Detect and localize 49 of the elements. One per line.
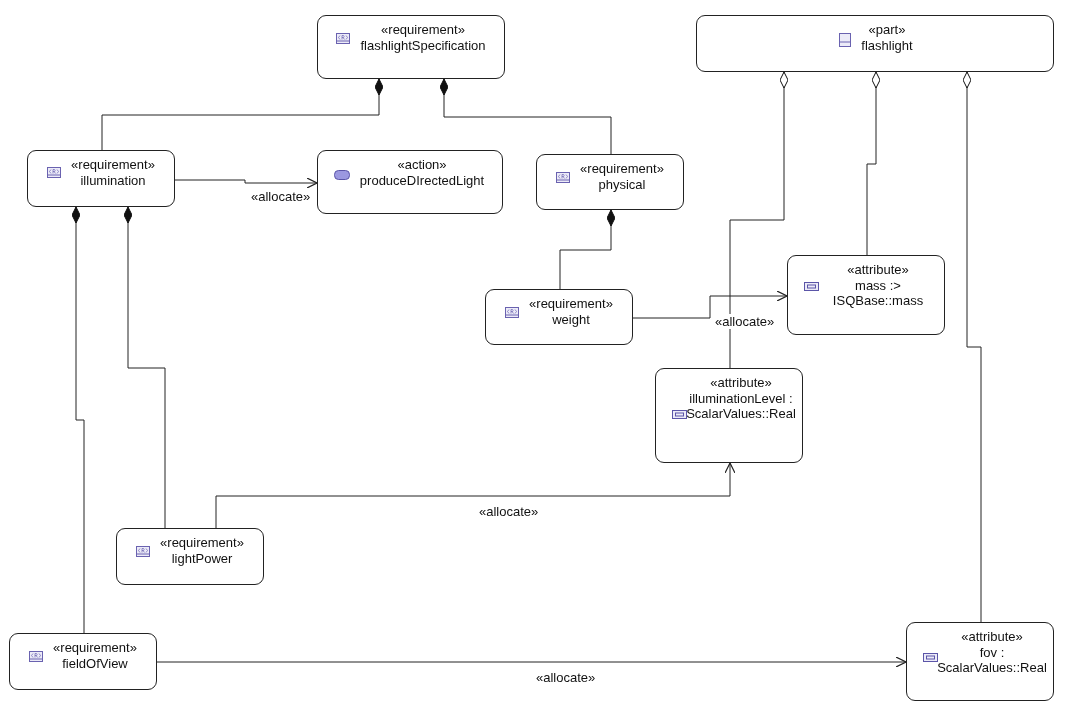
composition-line (559, 209, 616, 290)
composition-line (123, 206, 166, 529)
element-name: fov : ScalarValues::Real (937, 644, 1047, 676)
composition-line (439, 78, 612, 155)
part-box (696, 15, 1054, 72)
attribute-box (787, 255, 945, 335)
requirement-box (536, 154, 684, 210)
requirement-box (485, 289, 633, 345)
allocate-arrow (215, 462, 736, 529)
stereotype-label: «requirement» (160, 535, 244, 551)
allocate-arrow (632, 290, 788, 319)
requirement-box (27, 150, 175, 207)
composition-line (101, 78, 384, 151)
edge-label: «allocate» (535, 670, 597, 685)
requirement-box (116, 528, 264, 585)
element-name: fieldOfView (62, 655, 128, 671)
edge-label: «allocate» (250, 189, 312, 204)
stereotype-label: «attribute» (847, 262, 909, 278)
stereotype-label: «action» (397, 157, 447, 173)
edge-label: «allocate» (714, 314, 776, 329)
stereotype-label: «attribute» (710, 375, 772, 391)
element-name: flashlightSpecification (360, 37, 486, 53)
element-name: illuminationLevel : ScalarValues::Real (686, 390, 796, 422)
element-name: physical (598, 176, 646, 192)
attribute-box (906, 622, 1054, 701)
attribute-box (655, 368, 803, 463)
requirement-box (317, 15, 505, 79)
composition-line (71, 206, 85, 634)
element-name: illumination (80, 172, 146, 188)
stereotype-label: «requirement» (71, 157, 155, 173)
edge-label: «allocate» (478, 504, 540, 519)
element-name: produceDIrectedLight (359, 172, 485, 188)
stereotype-label: «requirement» (381, 22, 465, 38)
stereotype-label: «requirement» (529, 296, 613, 312)
composition-line (962, 71, 982, 623)
element-name: lightPower (171, 550, 233, 566)
stereotype-label: «requirement» (580, 161, 664, 177)
element-name: weight (552, 311, 590, 327)
allocate-arrow (174, 177, 318, 189)
element-name: mass :> ISQBase::mass (831, 277, 925, 309)
allocate-arrow (156, 656, 907, 668)
stereotype-label: «attribute» (961, 629, 1023, 645)
element-name: flashlight (861, 37, 913, 53)
composition-line (866, 71, 881, 256)
stereotype-label: «requirement» (53, 640, 137, 656)
stereotype-label: «part» (868, 22, 906, 38)
action-box (317, 150, 503, 214)
requirement-box (9, 633, 157, 690)
composition-line (729, 71, 789, 369)
